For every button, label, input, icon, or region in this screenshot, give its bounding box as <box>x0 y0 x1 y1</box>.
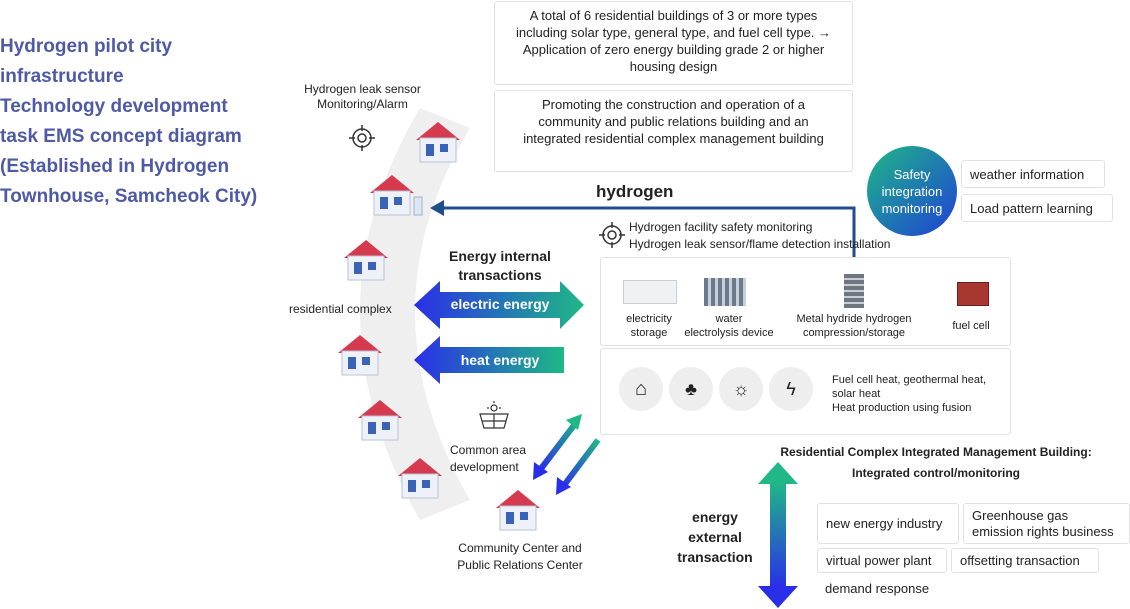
leak-sensor-label: Hydrogen leak sensor Monitoring/Alarm <box>304 82 421 111</box>
house-icon-3 <box>344 240 388 281</box>
demand-response-label: demand response <box>825 581 930 596</box>
residential-complex-label: residential complex <box>289 302 392 316</box>
internal-transactions-label: Energy internal transactions <box>449 248 551 283</box>
external-transaction-label: energy external transaction <box>677 509 753 565</box>
electric-energy-arrow <box>414 281 584 329</box>
management-building-label: Residential Complex Integrated Managemen… <box>780 445 1092 480</box>
facility-monitoring-label: Hydrogen facility safety monitoring Hydr… <box>629 220 891 251</box>
facility-monitor-target-icon <box>599 222 625 248</box>
load-pattern-tag: Load pattern learning <box>961 194 1113 222</box>
community-arrows <box>533 414 601 495</box>
electrolysis-device-icon <box>704 278 746 306</box>
common-area-label: Common area development <box>450 443 527 474</box>
house-icon-5 <box>358 400 402 441</box>
solar-panel-icon <box>479 401 509 429</box>
diagram-title: Hydrogen pilot city infrastructure Techn… <box>0 36 258 207</box>
leak-sensor-target-icon <box>349 125 375 151</box>
weather-information-tag: weather information <box>961 160 1105 188</box>
community-center-label: Community Center and Public Relations Ce… <box>457 541 583 572</box>
house-icon-2 <box>370 175 423 216</box>
heat-sources-label: Fuel cell heat, geothermal heat, solar h… <box>832 374 987 414</box>
hydrogen-flow-arrow <box>430 200 856 275</box>
offsetting-transaction-tag: offsetting transaction <box>951 548 1099 573</box>
heat-energy-arrow <box>414 336 564 384</box>
house-icon-4 <box>338 335 382 376</box>
solar-panel-heat-icon: ☼ <box>719 367 763 411</box>
electric-energy-label: electric energy <box>450 296 550 312</box>
heat-energy-label: heat energy <box>460 352 540 368</box>
safety-integration-circle: Safety integration monitoring <box>867 146 957 236</box>
equipment-panel <box>600 257 1011 346</box>
energy-hands-icon: ϟ <box>769 367 813 411</box>
house-icon-6 <box>398 458 442 499</box>
residential-buildings-note: A total of 6 residential buildings of 3 … <box>494 1 853 85</box>
community-building-note: Promoting the construction and operation… <box>494 90 853 172</box>
hydrogen-label: hydrogen <box>596 182 674 201</box>
community-center-house-icon <box>496 490 540 531</box>
geothermal-home-icon: ⌂ <box>619 367 663 411</box>
hydride-storage-icon <box>844 274 864 308</box>
tree-icon: ♣ <box>669 367 713 411</box>
external-transaction-arrow <box>758 462 798 608</box>
emission-rights-tag: Greenhouse gas emission rights business <box>963 503 1130 544</box>
fuel-cell-label: fuel cell <box>952 320 990 332</box>
electricity-storage-icon <box>623 280 677 304</box>
house-icon-1 <box>416 122 460 163</box>
virtual-power-plant-tag: virtual power plant <box>817 548 947 573</box>
new-energy-industry-tag: new energy industry <box>817 503 959 544</box>
fuel-cell-icon <box>957 282 989 306</box>
